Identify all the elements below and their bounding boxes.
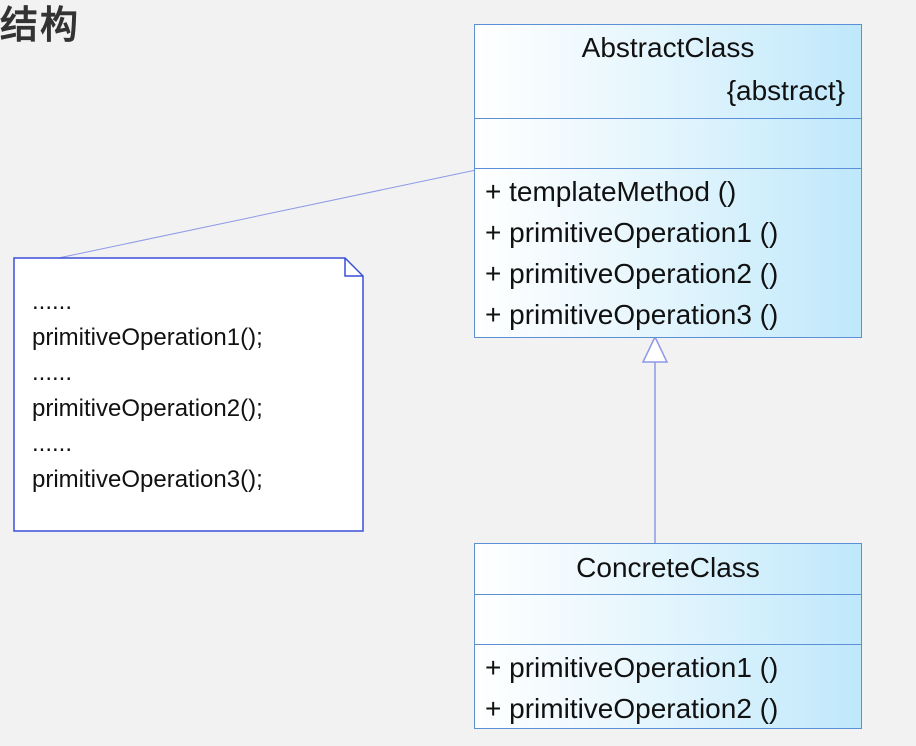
note-line: ......: [32, 430, 73, 457]
inheritance-arrowhead: [641, 335, 669, 363]
concrete-class-header: ConcreteClass: [475, 544, 861, 594]
note-shape: [13, 257, 364, 532]
page-heading: 结构: [0, 2, 81, 47]
abstract-class-operations: + templateMethod () + primitiveOperation…: [475, 168, 861, 335]
concrete-class-name: ConcreteClass: [576, 552, 760, 583]
note-fold-corner: [344, 258, 363, 277]
concrete-class-operations: + primitiveOperation1 () + primitiveOper…: [475, 644, 861, 729]
note-line: ......: [32, 359, 73, 386]
abstract-class-name: AbstractClass: [581, 32, 755, 63]
note-line: primitiveOperation1();: [32, 323, 263, 351]
operation-item: + primitiveOperation2 (): [485, 258, 779, 289]
concrete-class-box: ConcreteClass + primitiveOperation1 () +…: [474, 543, 862, 729]
operation-item: + templateMethod (): [485, 176, 737, 207]
note-line: primitiveOperation2();: [32, 394, 263, 422]
template-method-note: ...... primitiveOperation1(); ...... pri…: [14, 258, 363, 531]
abstract-class-stereotype: {abstract}: [726, 75, 845, 106]
operation-item: + primitiveOperation2 (): [485, 693, 779, 724]
note-line: ......: [32, 288, 73, 315]
note-anchor-line: [29, 169, 477, 265]
operation-item: + primitiveOperation3 (): [485, 299, 779, 330]
note-line: primitiveOperation3();: [32, 465, 263, 493]
note-text: ...... primitiveOperation1(); ...... pri…: [32, 284, 263, 497]
abstract-class-box: AbstractClass {abstract} + templateMetho…: [474, 24, 862, 338]
operation-item: + primitiveOperation1 (): [485, 652, 779, 683]
abstract-class-header: AbstractClass {abstract}: [475, 25, 861, 118]
concrete-class-attributes: [475, 594, 861, 644]
operation-item: + primitiveOperation1 (): [485, 217, 779, 248]
abstract-class-attributes: [475, 118, 861, 168]
